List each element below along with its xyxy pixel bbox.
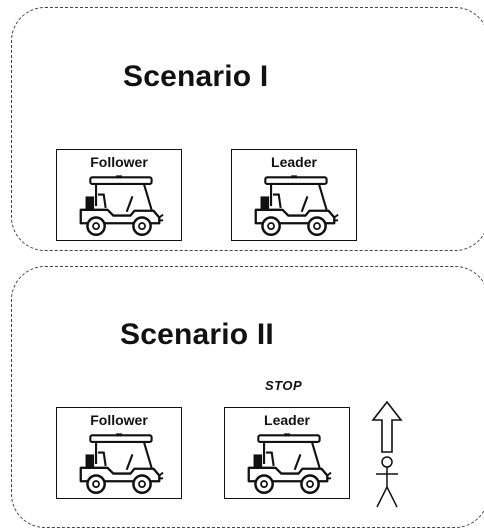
- stop-label: STOP: [265, 378, 303, 393]
- scenario-2-follower-box: Follower: [56, 407, 182, 499]
- scenario-1-leader-box: Leader: [231, 149, 357, 241]
- follower-label: Follower: [90, 412, 148, 428]
- golf-cart-icon: [254, 174, 340, 236]
- golf-cart-icon: [247, 432, 333, 494]
- leader-label: Leader: [271, 154, 317, 170]
- scenario-2-leader-box: Leader: [224, 407, 350, 499]
- scenario-1-frame: [11, 7, 484, 251]
- scenario-1-follower-box: Follower: [56, 149, 182, 241]
- pedestrian-icon: [376, 456, 398, 508]
- scenario-2-title: Scenario II: [120, 318, 274, 351]
- up-arrow-icon: [371, 400, 403, 453]
- follower-label: Follower: [90, 154, 148, 170]
- golf-cart-icon: [79, 174, 165, 236]
- leader-label: Leader: [264, 412, 310, 428]
- golf-cart-icon: [79, 432, 165, 494]
- scenario-1-title: Scenario I: [123, 60, 269, 93]
